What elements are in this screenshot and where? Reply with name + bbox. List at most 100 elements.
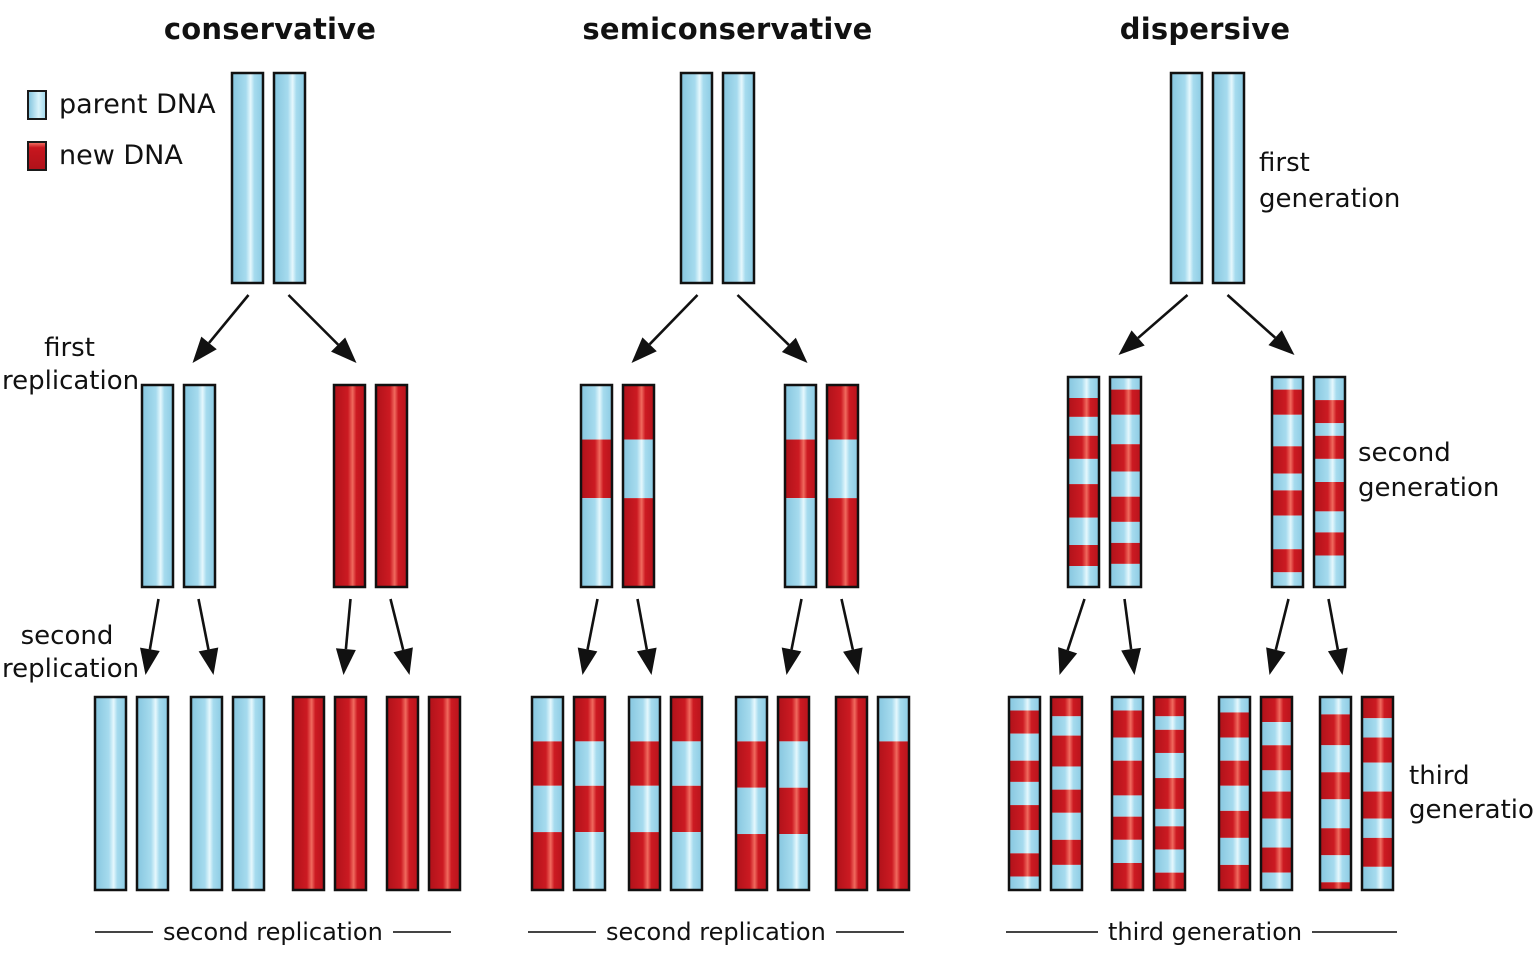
- label-second-generation: second generation: [1358, 438, 1500, 503]
- parent-dna-segment: [1009, 876, 1040, 890]
- parent-dna-segment: [1154, 849, 1185, 873]
- strand-outline: [333, 695, 368, 892]
- parent-dna-segment: [785, 385, 816, 440]
- new-dna-segment: [671, 785, 702, 833]
- strand-outline: [135, 695, 170, 892]
- dispersive-gen3-molecule1-strand2: [1049, 695, 1084, 892]
- new-dna-segment: [1320, 828, 1351, 856]
- semiconservative-gen2-molecule1-strand1: [579, 383, 614, 589]
- semiconservative-gen3-molecule4-strand1: [834, 695, 869, 892]
- parent-dna-segment: [1171, 73, 1202, 283]
- strand-outline: [734, 695, 769, 892]
- parent-dna-segment: [1272, 572, 1303, 587]
- new-dna-segment: [1110, 496, 1141, 522]
- new-dna-segment: [1261, 745, 1292, 771]
- parent-dna-segment: [532, 697, 563, 742]
- parent-dna-segment: [629, 697, 660, 742]
- parent-dna-segment: [1272, 377, 1303, 390]
- dispersive-gen3-molecule2-strand2: [1152, 695, 1187, 892]
- new-dna-segment: [335, 697, 366, 890]
- footer-rule: [528, 931, 596, 933]
- strand-outline: [332, 383, 367, 589]
- footer-rule: [95, 931, 153, 933]
- semiconservative-gen3-molecule4-strand2: [876, 695, 911, 892]
- new-dna-segment: [671, 697, 702, 742]
- new-dna-segment: [1051, 839, 1082, 865]
- semiconservative-gen3-molecule3-strand1: [734, 695, 769, 892]
- conservative-gen3-molecule4-strand2: [427, 695, 462, 892]
- parent-dna-segment: [1051, 864, 1082, 890]
- semiconservative-gen1-molecule1-strand2: [721, 71, 756, 285]
- new-dna-segment: [1320, 882, 1351, 890]
- strand-outline: [825, 383, 860, 589]
- new-dna-segment: [785, 439, 816, 499]
- dispersive-gen2-molecule2-strand2: [1312, 375, 1347, 589]
- new-dna-segment: [629, 832, 660, 890]
- parent-dna-segment: [1051, 716, 1082, 736]
- new-dna-segment: [1272, 446, 1303, 474]
- new-dna-segment: [778, 697, 809, 742]
- new-dna-segment: [629, 741, 660, 786]
- legend-label-parent: parent DNA: [59, 89, 216, 120]
- new-dna-segment: [1362, 837, 1393, 867]
- new-dna-segment: [1272, 549, 1303, 573]
- strand-outline: [291, 695, 326, 892]
- footer-rule: [1006, 931, 1098, 933]
- parent-dna-segment: [1009, 781, 1040, 806]
- new-dna-segment: [1009, 710, 1040, 734]
- parent-dna-segment: [1261, 722, 1292, 746]
- new-dna-segment: [1051, 735, 1082, 767]
- parent-dna-segment: [1314, 511, 1345, 533]
- parent-dna-segment: [1320, 855, 1351, 883]
- parent-dna-segment: [1219, 785, 1250, 811]
- arrow-icon: [140, 598, 160, 675]
- parent-dna-segment: [1110, 521, 1141, 543]
- semiconservative-gen3-molecule2-strand2: [669, 695, 704, 892]
- strand-outline: [721, 71, 756, 285]
- parent-dna-segment: [1051, 766, 1082, 790]
- parent-dna-segment: [623, 439, 654, 499]
- strand-outline: [1007, 695, 1042, 892]
- new-dna-segment: [1314, 435, 1345, 459]
- strand-outline: [621, 383, 656, 589]
- parent-dna-segment: [191, 697, 222, 890]
- new-dna-segment: [376, 385, 407, 587]
- new-dna-segment: [1110, 444, 1141, 472]
- new-dna-segment: [736, 741, 767, 788]
- strand-outline: [230, 71, 265, 285]
- semiconservative-gen3-molecule1-strand1: [530, 695, 565, 892]
- arrow-icon: [781, 598, 803, 675]
- parent-dna-segment: [1068, 458, 1099, 485]
- parent-dna-segment: [1362, 866, 1393, 890]
- new-dna-segment: [1051, 789, 1082, 813]
- new-dna-segment: [1110, 542, 1141, 564]
- parent-dna-segment: [1272, 414, 1303, 447]
- new-dna-segment: [1154, 778, 1185, 809]
- conservative-gen3-molecule1-strand2: [135, 695, 170, 892]
- new-dna-segment: [334, 385, 365, 587]
- parent-dna-segment: [878, 697, 909, 742]
- arrow-icon: [335, 598, 356, 675]
- conservative-gen3-molecule2-strand1: [189, 695, 224, 892]
- parent-dna-segment: [574, 741, 605, 786]
- parent-dna-segment: [629, 785, 660, 833]
- semiconservative-gen2-molecule1-strand2: [621, 383, 656, 589]
- parent-dna-segment: [137, 697, 168, 890]
- parent-dna-segment: [1272, 515, 1303, 550]
- dispersive-gen2-molecule1-strand2: [1108, 375, 1143, 589]
- new-dna-segment: [1009, 805, 1040, 831]
- new-dna-segment: [532, 741, 563, 786]
- new-dna-segment: [532, 832, 563, 890]
- strand-outline: [1110, 695, 1145, 892]
- parent-dna-segment: [1154, 808, 1185, 827]
- parent-dna-segment: [581, 385, 612, 440]
- new-dna-segment: [1272, 490, 1303, 516]
- strand-outline: [1049, 695, 1084, 892]
- strand-outline: [679, 71, 714, 285]
- title-conservative: conservative: [163, 12, 377, 46]
- footer-label-conservative: second replication: [163, 918, 383, 946]
- arrow-icon: [1121, 598, 1142, 675]
- parent-dna-segment: [1112, 795, 1143, 817]
- parent-dna-segment: [1154, 716, 1185, 730]
- strand-outline: [374, 383, 409, 589]
